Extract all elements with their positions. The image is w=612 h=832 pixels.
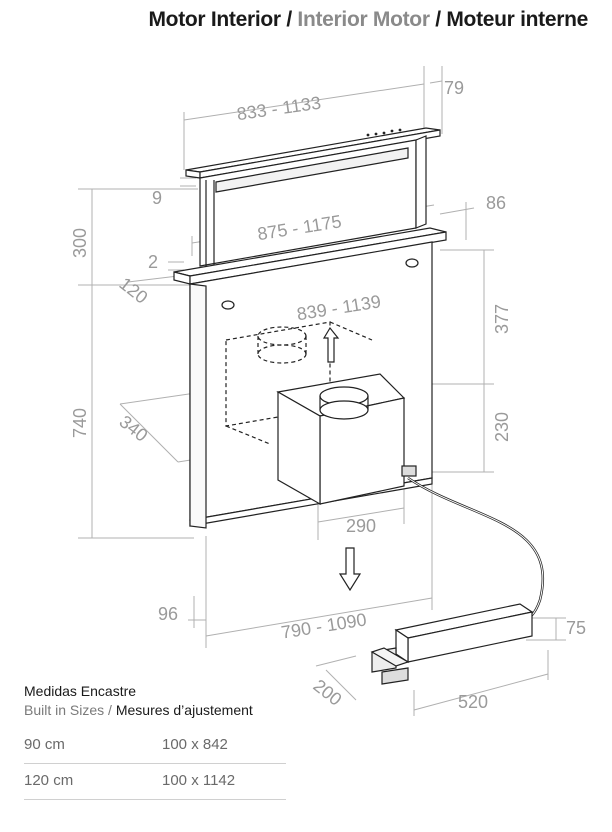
- table-row: 90 cm 100 x 842: [24, 728, 286, 764]
- sizes-subheading: Built in Sizes / Mesures d’ajustement: [24, 702, 286, 718]
- dim-gap: 2: [148, 252, 158, 272]
- dim-remote-depth: 200: [310, 675, 346, 709]
- title-separator: /: [435, 8, 441, 31]
- dim-motor-width: 290: [346, 516, 376, 536]
- page-title: Motor Interior / Interior Motor / Moteur…: [148, 8, 588, 32]
- cutout-cell: 100 x 1142: [162, 772, 236, 789]
- dim-height-top: 300: [70, 228, 90, 258]
- table-row: 120 cm 100 x 1142: [24, 764, 286, 800]
- cutout-cell: 100 x 842: [162, 736, 228, 753]
- sizes-heading: Medidas Encastre: [24, 683, 137, 699]
- title-french: Moteur interne: [446, 8, 588, 31]
- dim-height-right: 377: [492, 304, 512, 334]
- dim-motor-depth: 340: [116, 411, 152, 445]
- dim-remote-height: 75: [566, 618, 586, 638]
- dim-top-depth: 79: [444, 78, 464, 98]
- title-separator: /: [286, 8, 292, 31]
- sizes-subheading-en: Built in Sizes: [24, 702, 105, 718]
- technical-drawing: 833 - 1133 79 9 875 - 1175 86 300 2 120 …: [70, 66, 586, 716]
- dim-inner-depth: 86: [486, 193, 506, 213]
- sizes-subheading-fr: Mesures d’ajustement: [115, 702, 253, 718]
- dim-remote-width: 520: [458, 692, 488, 712]
- dim-bottom-width: 790 - 1090: [280, 609, 368, 642]
- size-cell: 90 cm: [24, 736, 65, 753]
- title-spanish: Motor Interior: [148, 8, 281, 31]
- dim-motor-height: 230: [492, 412, 512, 442]
- dim-height-body: 740: [70, 408, 90, 438]
- built-in-sizes-table: Medidas Encastre Built in Sizes / Mesure…: [24, 683, 286, 800]
- title-english: Interior Motor: [297, 8, 430, 31]
- dim-left-offset: 96: [158, 604, 178, 624]
- dim-lip: 9: [152, 188, 162, 208]
- dim-base-depth: 120: [116, 273, 152, 307]
- size-cell: 120 cm: [24, 772, 74, 789]
- sizes-subheading-sep: /: [108, 702, 112, 718]
- downdraft-hood: [173, 127, 544, 685]
- dim-top-width: 833 - 1133: [235, 93, 322, 125]
